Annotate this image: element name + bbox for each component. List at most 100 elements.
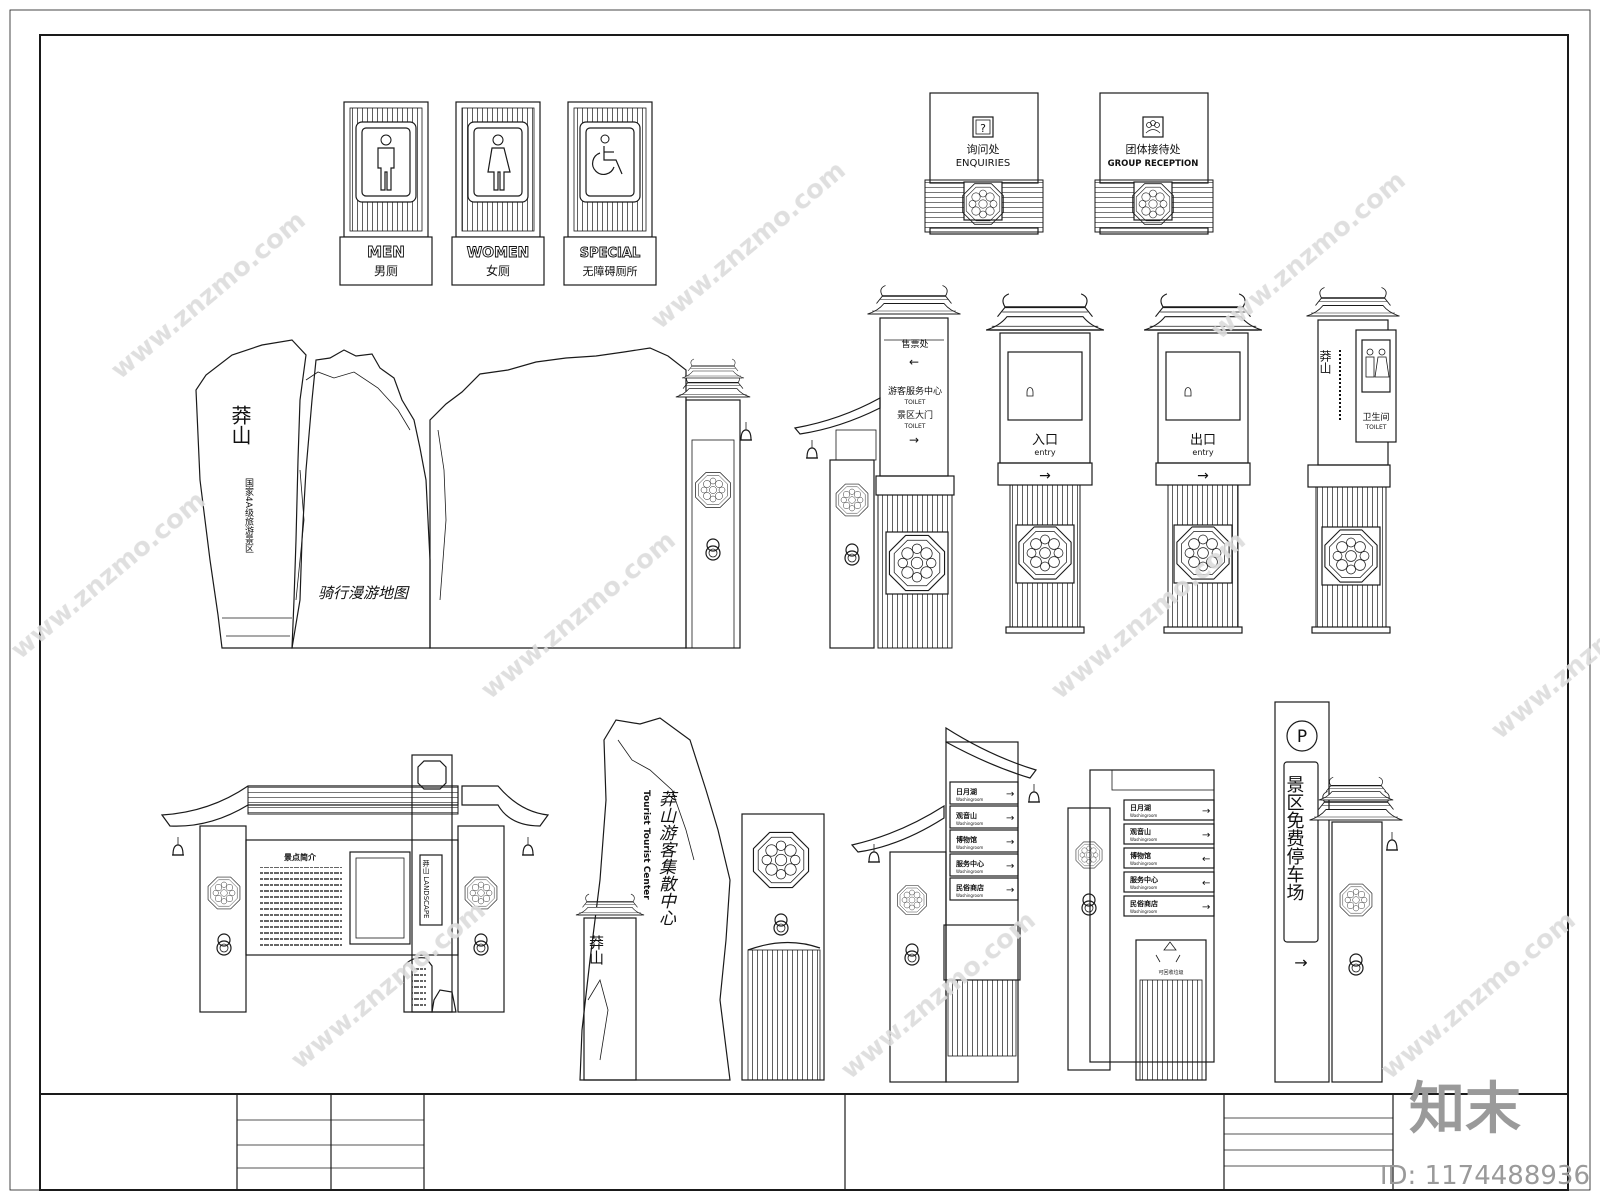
arrow-icon: ← <box>1202 878 1210 889</box>
watermark-site: www.znzmo.com <box>1485 565 1600 745</box>
enquiries-label-en: ENQUIRIES <box>956 158 1011 169</box>
svg-text:日月湖: 日月湖 <box>956 787 977 796</box>
rock-map-sign: 莽山 国家4A级旅游景区 骑行漫游地图 <box>195 339 753 649</box>
sheet-inner-border <box>39 34 1569 1191</box>
men-label-en: MEN <box>367 243 405 261</box>
restroom-sign-men: MEN 男厕 <box>339 101 433 286</box>
svg-text:Washingroom: Washingroom <box>1130 909 1157 914</box>
recycle-icon <box>1155 941 1181 963</box>
enquiries-label-cn: 询问处 <box>967 143 1000 156</box>
special-label-en: SPECIAL <box>580 246 641 261</box>
toilet-pillar: 莽山 卫生间 TOILET <box>1305 286 1401 634</box>
lattice-window-icon <box>207 876 241 910</box>
parking-sign: P 景区免费停车场 → <box>1274 701 1404 1083</box>
svg-text:服务中心: 服务中心 <box>956 859 984 868</box>
arrow-icon: ← <box>909 355 919 369</box>
bell-icon <box>171 836 185 856</box>
svg-text:博物馆: 博物馆 <box>956 835 977 844</box>
svg-text:?: ? <box>980 122 986 135</box>
watermark-site: www.znzmo.com <box>105 205 311 385</box>
board-side-label: 莽山 LANDSCAPE <box>422 859 430 918</box>
male-icon <box>377 134 395 191</box>
svg-text:服务中心: 服务中心 <box>1130 875 1158 884</box>
bell-icon <box>805 439 819 459</box>
arrow-icon: ← <box>1202 854 1210 865</box>
guide-right-list: 日月湖 Washingroom → 观音山 Washingroom → 博物馆 … <box>1123 799 1215 917</box>
restroom-sign-special: SPECIAL 无障碍厕所 <box>563 101 657 286</box>
guide-left-list: 日月湖 Washingroom → 观音山 Washingroom → 博物馆 … <box>949 781 1019 901</box>
svg-text:民俗商店: 民俗商店 <box>956 883 984 892</box>
arrow-icon: → <box>1006 789 1014 800</box>
watermark-logo: 知末 <box>1409 1077 1521 1142</box>
special-label-cn: 无障碍厕所 <box>583 264 638 278</box>
watermark-site: www.znzmo.com <box>5 485 211 665</box>
entrance-pillar: 入口 entry → <box>985 292 1105 634</box>
restroom-sign-women: WOMEN 女厕 <box>451 101 545 286</box>
intro-board: 景点简介 莽山 LANDSCAPE <box>160 754 550 1013</box>
svg-text:观音山: 观音山 <box>956 811 977 820</box>
svg-text:Washingroom: Washingroom <box>1130 837 1157 842</box>
door-knocker-icon <box>844 543 860 566</box>
arrow-icon: → <box>909 433 919 447</box>
direction-bottom-en: TOILET <box>904 423 926 430</box>
list-item: 日月湖 Washingroom → <box>1123 799 1215 821</box>
watermark-site: www.znzmo.com <box>475 525 681 705</box>
center-brand: 莽山 <box>587 935 605 965</box>
arrow-icon: → <box>1202 830 1210 841</box>
rock-brand: 莽山 <box>228 405 252 445</box>
direction-top-label: 售票处 <box>901 338 928 350</box>
list-item: 民俗商店 Washingroom → <box>949 877 1019 901</box>
list-item: 观音山 Washingroom → <box>1123 823 1215 845</box>
female-icon <box>487 134 511 191</box>
parking-symbol: P <box>1297 727 1307 747</box>
door-knocker-icon <box>473 933 489 956</box>
question-icon: ? <box>972 116 994 138</box>
svg-text:Washingroom: Washingroom <box>1130 861 1157 866</box>
watermark-site: www.znzmo.com <box>645 155 851 335</box>
bell-icon <box>521 836 535 856</box>
svg-text:日月湖: 日月湖 <box>1130 803 1151 812</box>
list-item: 博物馆 Washingroom → <box>949 829 1019 853</box>
svg-text:民俗商店: 民俗商店 <box>1130 899 1158 908</box>
door-knocker-icon <box>216 933 232 956</box>
arrow-icon: → <box>1006 861 1014 872</box>
bell-icon <box>1385 831 1399 851</box>
lattice-window-icon <box>835 483 869 517</box>
list-item: 日月湖 Washingroom → <box>949 781 1019 805</box>
watermark-site: www.znzmo.com <box>1375 905 1581 1085</box>
toilet-label-cn: 卫生间 <box>1362 411 1389 423</box>
center-title-cn: 莽山游客集散中心 <box>655 790 676 926</box>
entrance-label-en: entry <box>1034 448 1055 457</box>
title-block <box>40 1093 1568 1190</box>
arrow-icon: → <box>1202 902 1210 913</box>
toilet-label-en: TOILET <box>1365 424 1387 431</box>
svg-text:Washingroom: Washingroom <box>1130 813 1157 818</box>
wheelchair-icon <box>592 134 623 175</box>
parking-icon <box>1286 720 1318 752</box>
rock-side-text: 国家4A级旅游景区 <box>243 478 254 553</box>
arrow-icon: → <box>1039 468 1051 484</box>
exit-label-en: entry <box>1192 448 1213 457</box>
svg-text:Washingroom: Washingroom <box>956 845 983 850</box>
direction-bottom-label: 景区大门 <box>897 409 933 421</box>
svg-text:Washingroom: Washingroom <box>1130 885 1157 890</box>
exit-pillar: 出口 entry → <box>1143 292 1263 634</box>
arrow-icon: → <box>1197 468 1209 484</box>
arrow-icon: → <box>1294 953 1307 972</box>
bell-icon <box>739 421 753 441</box>
direction-mid-label: 游客服务中心 <box>888 385 942 397</box>
center-title-en: Tourist Tourist Center <box>641 790 651 900</box>
direction-mid-en: TOILET <box>904 399 926 406</box>
rock-map-title: 骑行漫游地图 <box>318 584 410 602</box>
arrow-icon: → <box>1006 885 1014 896</box>
list-item: 服务中心 Washingroom → <box>949 853 1019 877</box>
svg-text:观音山: 观音山 <box>1130 827 1151 836</box>
parking-text: 景区免费停车场 <box>1284 775 1305 901</box>
list-item: 民俗商店 Washingroom → <box>1123 895 1215 917</box>
lattice-window-icon <box>897 885 927 915</box>
women-label-en: WOMEN <box>467 245 530 261</box>
list-item: 观音山 Washingroom → <box>949 805 1019 829</box>
men-label-cn: 男厕 <box>374 264 398 278</box>
svg-text:博物馆: 博物馆 <box>1130 851 1151 860</box>
lattice-window-icon <box>1339 883 1373 917</box>
